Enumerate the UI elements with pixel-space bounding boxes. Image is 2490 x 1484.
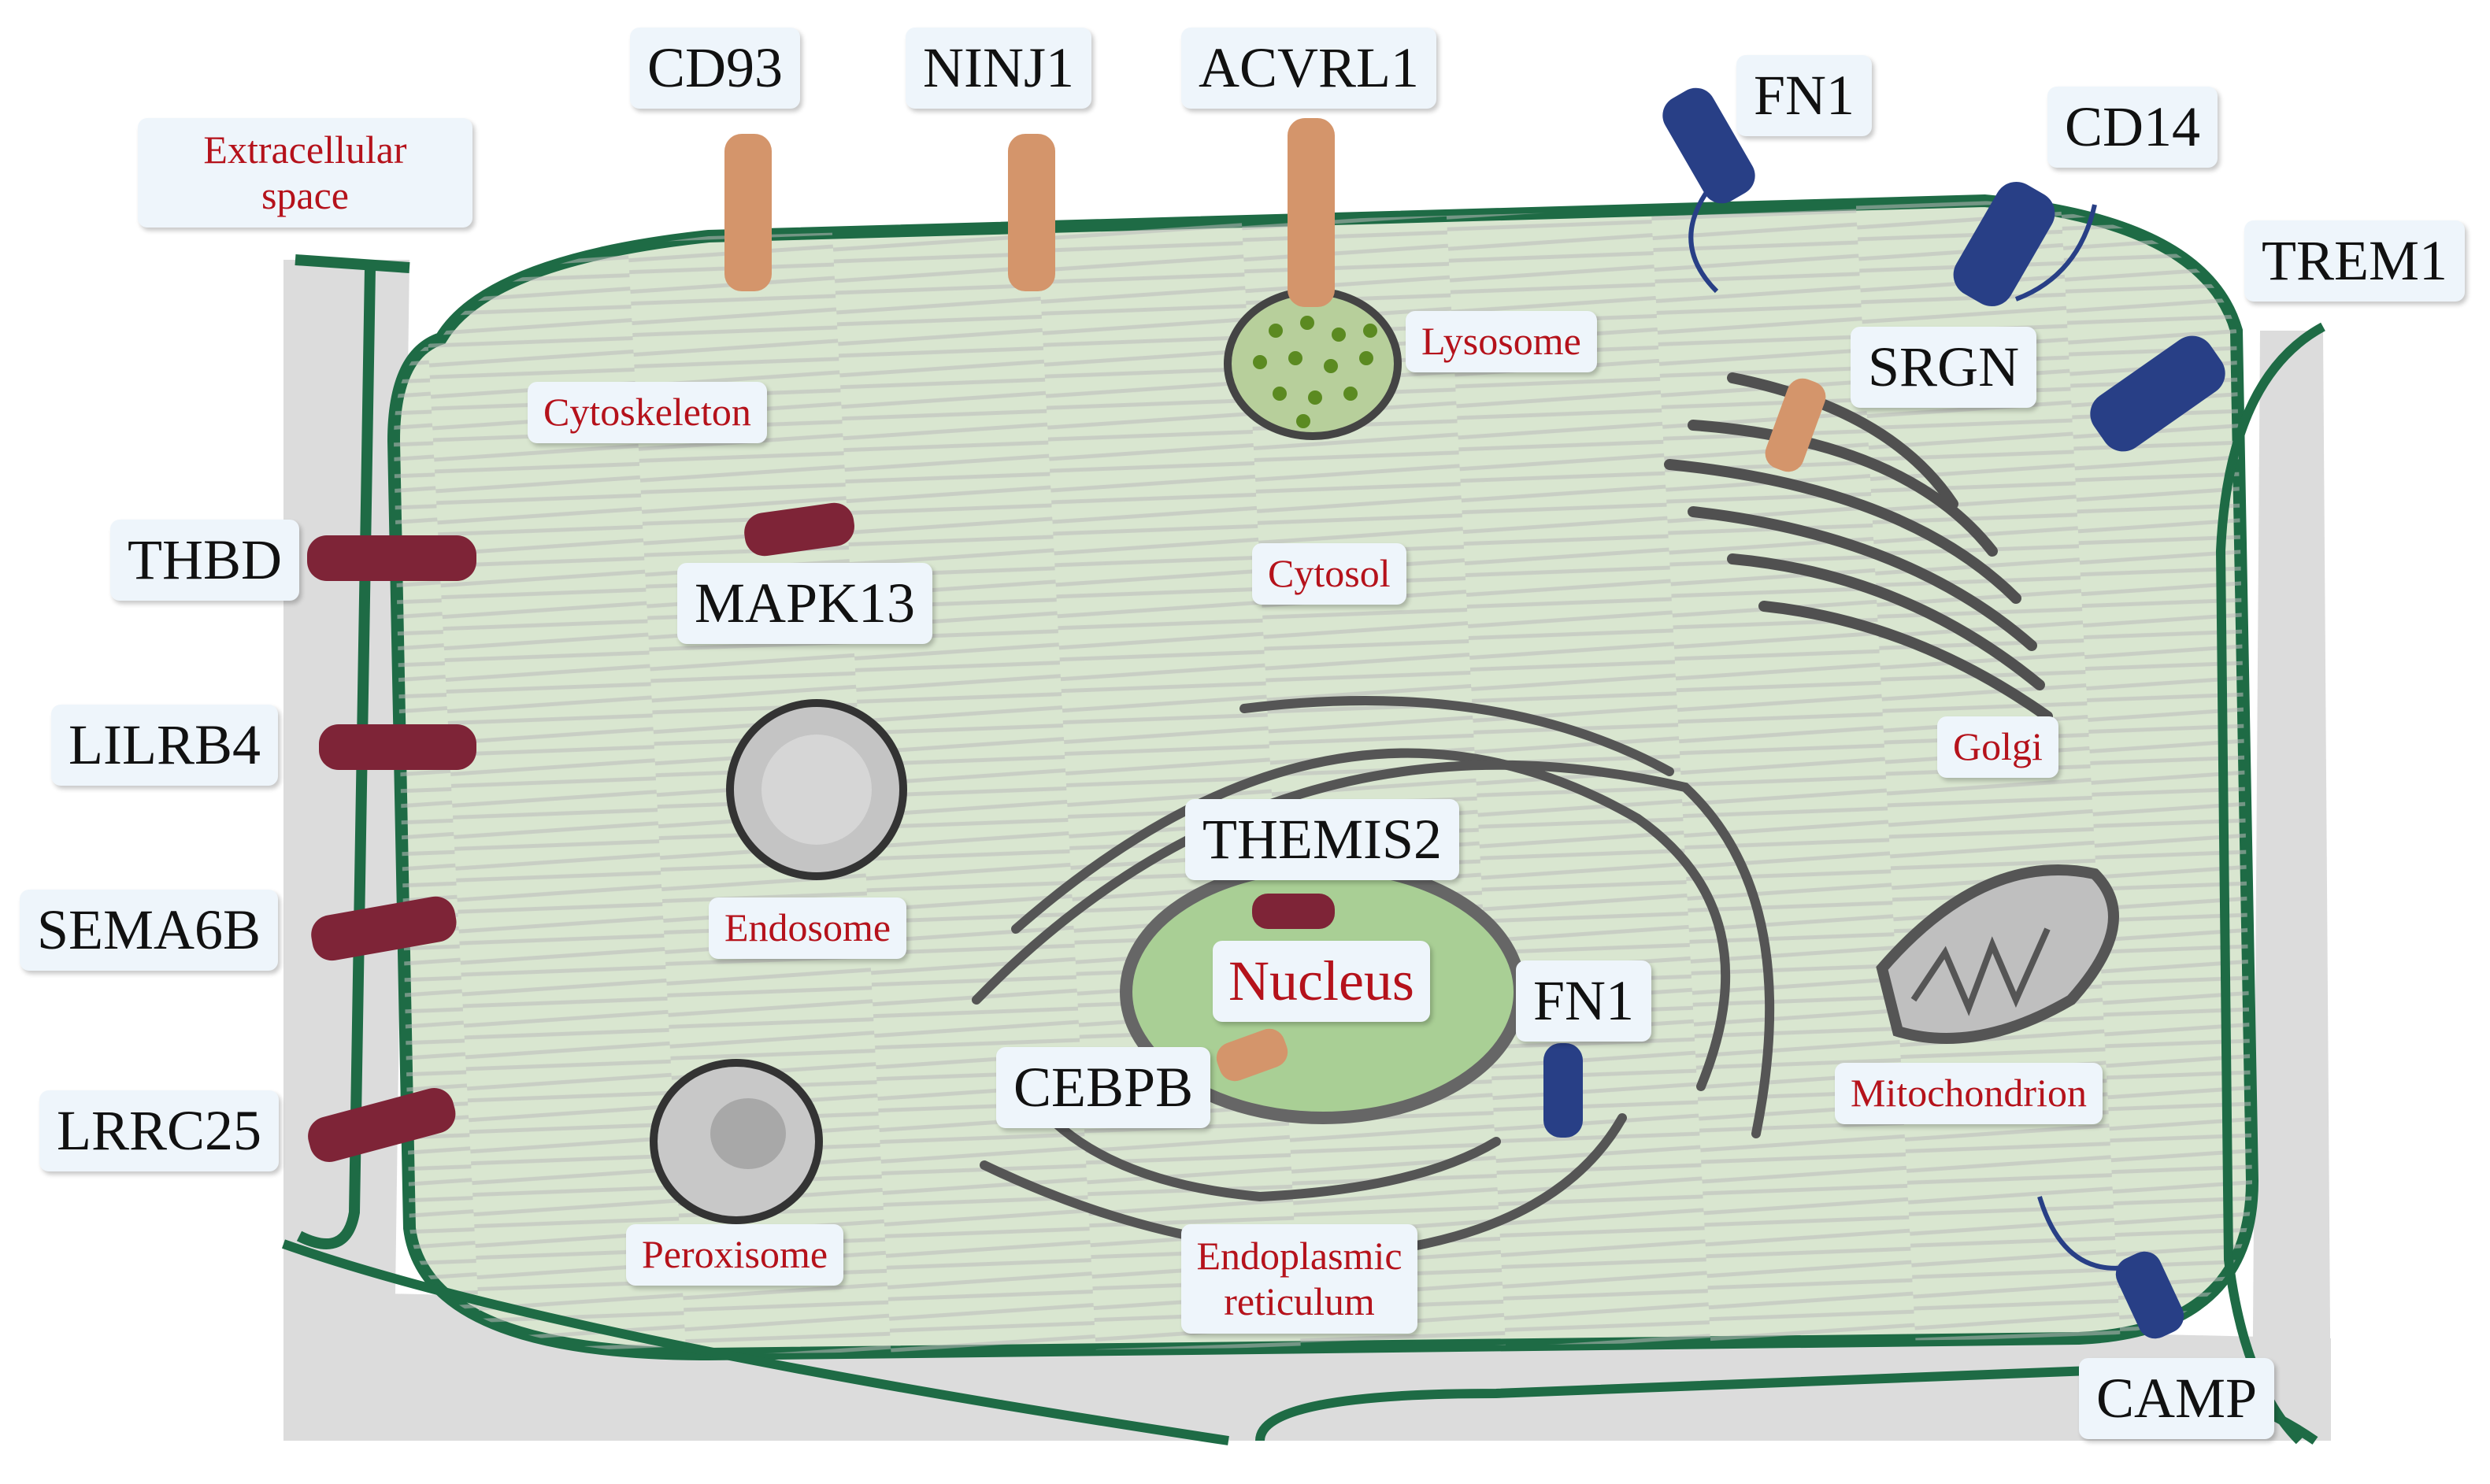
sema6b-protein bbox=[311, 896, 457, 961]
themis2-label: THEMIS2 bbox=[1185, 799, 1459, 880]
ninj1-protein bbox=[1008, 134, 1055, 291]
cd14-protein bbox=[1953, 181, 2055, 307]
cd14-label: CD14 bbox=[2047, 87, 2218, 168]
nucleus-label: Nucleus bbox=[1213, 941, 1430, 1022]
lilrb4-label: LILRB4 bbox=[51, 705, 278, 786]
camp-label: CAMP bbox=[2079, 1358, 2275, 1439]
camp-secretion-arrow bbox=[2037, 1196, 2127, 1271]
fn1-er-protein bbox=[1543, 1043, 1583, 1138]
fn1-secretion-arrow bbox=[1688, 187, 1719, 294]
acvrl1-protein bbox=[1288, 118, 1335, 307]
endoplasmic-reticulum-line2: reticulum bbox=[1224, 1279, 1375, 1323]
extracellular-region-right bbox=[2252, 331, 2331, 1441]
thbd-label: THBD bbox=[110, 520, 299, 601]
mapk13-protein bbox=[744, 502, 854, 557]
ninj1-label: NINJ1 bbox=[906, 28, 1091, 109]
endoplasmic-reticulum-label: Endoplasmic reticulum bbox=[1181, 1224, 1417, 1334]
mapk13-label: MAPK13 bbox=[677, 563, 933, 644]
endoplasmic-reticulum-line1: Endoplasmic bbox=[1196, 1234, 1402, 1278]
left-cell-border bbox=[295, 254, 410, 1249]
cytoskeleton-label: Cytoskeleton bbox=[528, 382, 767, 443]
extracellular-space-line2: space bbox=[261, 172, 350, 217]
fn1-top-label: FN1 bbox=[1736, 55, 1873, 136]
trem1-label: TREM1 bbox=[2244, 220, 2466, 302]
thbd-protein bbox=[307, 535, 476, 581]
endosome-label: Endosome bbox=[709, 897, 907, 959]
peroxisome-label: Peroxisome bbox=[626, 1224, 844, 1286]
acvrl1-label: ACVRL1 bbox=[1181, 28, 1437, 109]
extracellular-space-line1: Extracellular bbox=[203, 128, 407, 172]
lrrc25-label: LRRC25 bbox=[39, 1090, 280, 1171]
golgi-label: Golgi bbox=[1937, 716, 2058, 778]
cebpb-label: CEBPB bbox=[996, 1047, 1211, 1128]
cebpb-protein bbox=[1216, 1028, 1288, 1082]
cytosol-label: Cytosol bbox=[1252, 543, 1406, 605]
trem1-protein bbox=[2090, 335, 2225, 452]
lilrb4-protein bbox=[319, 724, 476, 770]
endosome-organelle bbox=[726, 699, 907, 880]
srgn-label: SRGN bbox=[1851, 327, 2037, 408]
cd93-label: CD93 bbox=[630, 28, 801, 109]
lysosome-label: Lysosome bbox=[1406, 311, 1597, 372]
camp-protein bbox=[2115, 1251, 2184, 1339]
lysosome-organelle bbox=[1224, 287, 1402, 440]
peroxisome-organelle bbox=[650, 1059, 823, 1224]
mitochondrion-organelle bbox=[1876, 864, 2119, 1044]
srgn-protein bbox=[1765, 378, 1826, 472]
extracellular-space-label: Extracellular space bbox=[138, 118, 472, 228]
mitochondrion-label: Mitochondrion bbox=[1835, 1063, 2103, 1124]
fn1-top-protein bbox=[1662, 87, 1755, 204]
fn1-er-label: FN1 bbox=[1516, 960, 1652, 1042]
cd93-protein bbox=[724, 134, 772, 291]
lrrc25-protein bbox=[308, 1088, 456, 1163]
cd14-secretion-arrow bbox=[2014, 204, 2097, 302]
sema6b-label: SEMA6B bbox=[20, 890, 279, 971]
themis2-protein bbox=[1252, 894, 1335, 929]
golgi-apparatus bbox=[1664, 372, 2053, 722]
